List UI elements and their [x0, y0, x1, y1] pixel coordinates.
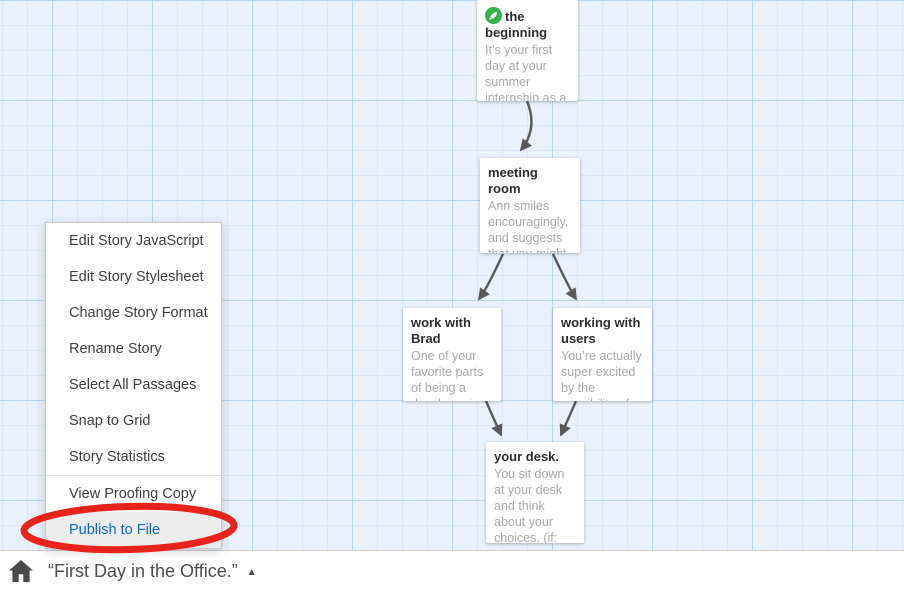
- passage-card-your-desk[interactable]: your desk. You sit down at your desk and…: [486, 442, 584, 543]
- passage-excerpt: You sit down at your desk and think abou…: [494, 467, 565, 543]
- menu-item-select-all-passages[interactable]: Select All Passages: [69, 377, 197, 393]
- passage-card-meeting-room[interactable]: meeting room Ann smiles encouragingly, a…: [480, 158, 580, 253]
- passage-card-the-beginning[interactable]: the beginning It’s your first day at you…: [477, 0, 578, 101]
- story-title-text: “First Day in the Office.”: [48, 561, 238, 581]
- menu-divider: [46, 475, 221, 476]
- passage-card-working-with-users[interactable]: working with users You’re actually super…: [553, 308, 652, 401]
- passage-excerpt: It’s your first day at your summer inter…: [485, 43, 567, 101]
- passage-title: your desk.: [494, 449, 560, 464]
- passage-excerpt: One of your favorite parts of being a de…: [411, 349, 484, 401]
- menu-item-change-story-format[interactable]: Change Story Format: [69, 305, 208, 321]
- home-icon: [9, 560, 33, 582]
- menu-item-edit-story-javascript[interactable]: Edit Story JavaScript: [69, 233, 204, 249]
- footer-bar: “First Day in the Office.” ▲: [0, 550, 904, 591]
- passage-title: meeting room: [488, 165, 538, 196]
- passage-excerpt: You’re actually super excited by the pos…: [561, 349, 642, 401]
- menu-item-view-proofing-copy[interactable]: View Proofing Copy: [69, 486, 197, 502]
- home-button[interactable]: [9, 560, 35, 584]
- start-passage-rocket-icon: [485, 7, 502, 24]
- passage-title: working with users: [561, 315, 641, 346]
- menu-item-story-statistics[interactable]: Story Statistics: [69, 449, 165, 465]
- passage-excerpt: Ann smiles encouragingly, and suggests t…: [488, 199, 569, 253]
- menu-item-rename-story[interactable]: Rename Story: [69, 341, 162, 357]
- story-menu: Edit Story JavaScript Edit Story Stylesh…: [45, 222, 222, 549]
- passage-title: the beginning: [485, 7, 548, 40]
- menu-caret-icon: ▲: [246, 567, 257, 578]
- menu-item-edit-story-stylesheet[interactable]: Edit Story Stylesheet: [69, 269, 204, 285]
- menu-item-snap-to-grid[interactable]: Snap to Grid: [69, 413, 151, 429]
- menu-item-publish-to-file[interactable]: Publish to File: [46, 512, 221, 548]
- passage-card-work-with-brad[interactable]: work with Brad One of your favorite part…: [403, 308, 501, 401]
- passage-title: work with Brad: [411, 315, 471, 346]
- story-title-menu-button[interactable]: “First Day in the Office.” ▲: [48, 551, 257, 591]
